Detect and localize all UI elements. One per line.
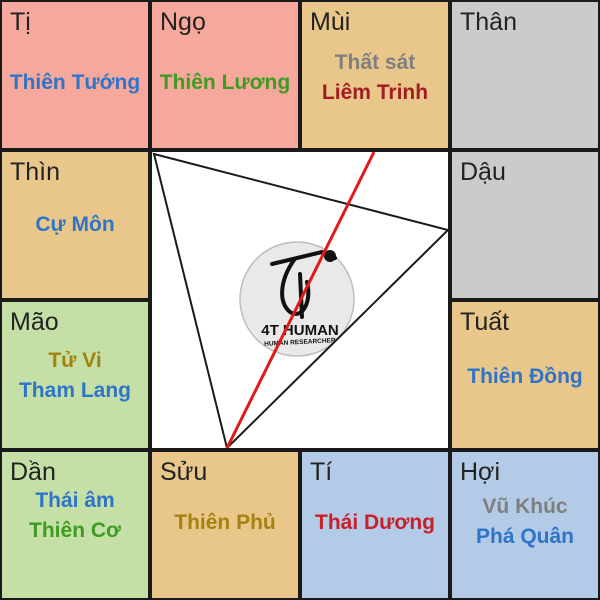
star-thai-duong: Thái Dương: [315, 511, 435, 534]
logo-title: 4T HUMAN: [261, 322, 339, 339]
star-tham-lang: Tham Lang: [18, 379, 131, 402]
palace-thin: Thìn Cự Môn: [2, 152, 148, 298]
star-pha-quan: Phá Quân: [475, 525, 575, 548]
branch-label: Mão: [10, 308, 59, 336]
palace-hoi: Hợi Vũ Khúc Phá Quân: [452, 452, 598, 598]
star-thai-am: Thái âm: [35, 489, 115, 512]
palace-mao: Mão Tử Vi Tham Lang: [2, 302, 148, 448]
palace-ti-rat: Tí Thái Dương: [302, 452, 448, 598]
star-liem-trinh: Liêm Trinh: [321, 81, 429, 104]
figure-body: [280, 258, 311, 316]
branch-label: Mùi: [310, 8, 351, 36]
branch-label: Ngọ: [160, 8, 206, 36]
red-axis-line: [225, 152, 376, 448]
star-that-sat: Thất sát: [334, 51, 416, 74]
palace-ti-snake: Tị Thiên Tướng: [2, 2, 148, 148]
palace-mui: Mùi Thất sát Liêm Trinh: [302, 2, 448, 148]
branch-label: Tí: [310, 458, 333, 486]
center-panel: 4T HUMAN HUMAN RESEARCHER: [152, 152, 448, 448]
figure-leg: [298, 272, 304, 319]
branch-label: Tị: [10, 8, 31, 36]
center-diagram: 4T HUMAN HUMAN RESEARCHER: [152, 152, 448, 448]
branch-label: Dần: [10, 458, 56, 486]
branch-label: Tuất: [460, 308, 510, 336]
star-thien-co: Thiên Cơ: [29, 519, 121, 542]
star-thien-phu: Thiên Phủ: [174, 511, 276, 534]
branch-label: Thân: [460, 8, 517, 36]
star-cu-mon: Cự Môn: [35, 213, 115, 236]
star-thien-dong: Thiên Đồng: [467, 365, 583, 388]
star-vu-khuc: Vũ Khúc: [482, 495, 568, 518]
branch-label: Thìn: [10, 158, 61, 186]
figure-head: [324, 250, 336, 262]
palace-than: Thân: [452, 2, 598, 148]
triangle-lines: [152, 152, 448, 448]
star-tu-vi: Tử Vi: [48, 349, 102, 372]
palace-tuat: Tuất Thiên Đồng: [452, 302, 598, 448]
logo-subtitle: HUMAN RESEARCHER: [264, 337, 336, 348]
palace-dan: Dần Thái âm Thiên Cơ: [2, 452, 148, 598]
palace-dau: Dậu: [452, 152, 598, 298]
branch-label: Sửu: [160, 458, 208, 486]
star-thien-tuong: Thiên Tướng: [9, 71, 141, 94]
branch-label: Dậu: [460, 158, 506, 186]
logo-circle: [239, 241, 355, 357]
palace-ngo: Ngọ Thiên Lương: [152, 2, 298, 148]
palace-suu: Sửu Thiên Phủ: [152, 452, 298, 598]
branch-label: Hợi: [460, 458, 501, 486]
star-thien-luong: Thiên Lương: [159, 71, 291, 94]
